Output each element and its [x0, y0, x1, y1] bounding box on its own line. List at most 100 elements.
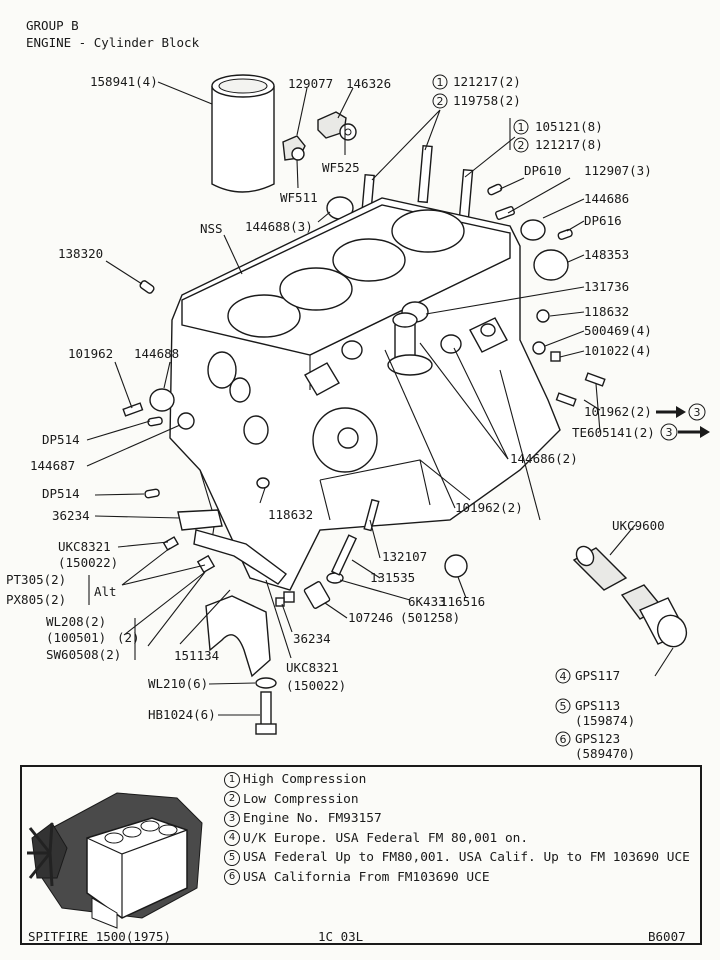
note-text: USA Federal Up to FM80,001. USA Calif. U… [243, 850, 690, 865]
stud [555, 392, 577, 407]
adaptor [303, 581, 331, 609]
label-144688-3: 144688(3) [245, 219, 313, 234]
dowel [487, 183, 503, 196]
engine-thumbnail [27, 792, 203, 929]
cylinder-block [169, 197, 561, 591]
dowel [139, 280, 155, 294]
note-number: 4 [224, 830, 240, 847]
label-pt305: PT305(2) [6, 572, 66, 587]
bolt-head [255, 723, 277, 735]
group-title: GROUP B [26, 18, 79, 33]
label-589470: (589470) [575, 746, 635, 761]
label-dp616: DP616 [584, 213, 622, 228]
dowel [557, 228, 573, 241]
label-wl210: WL210(6) [148, 676, 208, 691]
note-number: 1 [224, 771, 240, 788]
note-number: 5 [224, 849, 240, 866]
core-plug [149, 388, 175, 412]
washer [532, 341, 546, 355]
label-101962-2: 101962(2) [455, 500, 523, 515]
label-131535: 131535 [370, 570, 415, 585]
dowel [147, 416, 163, 427]
stud [584, 372, 606, 387]
note-marker-1: 1 [437, 76, 444, 89]
label-129077: 129077 [288, 76, 333, 91]
label-sw60508: SW60508(2) [46, 647, 121, 662]
label-100501: (100501) [46, 630, 106, 645]
label-2: (2) [117, 630, 140, 645]
note-marker-3: 3 [666, 426, 673, 439]
label-150022: (150022) [286, 678, 346, 693]
label-144688: 144688 [134, 346, 179, 361]
label-138320: 138320 [58, 246, 103, 261]
label-te605141: TE605141(2) [572, 425, 655, 440]
note-marker-6: 6 [560, 733, 567, 746]
note-marker-4: 4 [560, 670, 567, 683]
note-text: USA California From FM103690 UCE [243, 869, 490, 885]
washer [326, 572, 344, 584]
bolt [363, 498, 380, 532]
label-px805: PX805(2) [6, 592, 66, 607]
note-marker-5: 5 [560, 700, 567, 713]
label-144687: 144687 [30, 458, 75, 473]
exploded-parts-diagram: 158941(4) 129077 146326 1 121217(2) 2 11… [6, 74, 710, 761]
label-121217-2: 121217(2) [453, 74, 521, 89]
label-101962: 101962 [68, 346, 113, 361]
label-146326: 146326 [346, 76, 391, 91]
note-text: Engine No. FM93157 [243, 811, 382, 826]
bolt [275, 597, 285, 607]
note-text: Low Compression [243, 791, 359, 807]
label-159874: (159874) [575, 713, 635, 728]
label-dp514: DP514 [42, 432, 80, 447]
bracket [177, 509, 223, 531]
note-marker-2: 2 [518, 139, 525, 152]
note-text: High Compression [243, 772, 367, 787]
drain-tap-parts [282, 111, 357, 161]
label-132107: 132107 [382, 549, 427, 564]
label-ukc8321: UKC8321 [58, 539, 111, 554]
label-wl208: WL208(2) [46, 614, 106, 629]
label-dp514: DP514 [42, 486, 80, 501]
label-500469: 500469(4) [584, 323, 652, 338]
label-144686: 144686 [584, 191, 629, 206]
page-subtitle: ENGINE - Cylinder Block [26, 35, 200, 50]
label-hb1024: HB1024(6) [148, 707, 216, 722]
arrow-icon [676, 406, 686, 418]
note-marker-3: 3 [694, 406, 701, 419]
label-121217-8: 121217(8) [535, 137, 603, 152]
stud [122, 402, 144, 417]
label-101022: 101022(4) [584, 343, 652, 358]
dowel [495, 206, 515, 220]
label-nss: NSS [200, 221, 223, 236]
bolt [550, 351, 561, 362]
label-118632: 118632 [268, 507, 313, 522]
label-36234: 36234 [52, 508, 90, 523]
oil-pressure-switch [620, 584, 688, 648]
spring [330, 534, 358, 576]
core-plug [520, 219, 546, 241]
oil-pressure-adaptor [572, 545, 628, 591]
main-bearing-cap [205, 595, 271, 678]
label-6k433: 6K433 [408, 594, 446, 609]
legend-box [20, 765, 702, 945]
note-number: 3 [224, 810, 240, 827]
bolt [260, 691, 272, 727]
label-36234: 36234 [293, 631, 331, 646]
label-144686-2: 144686(2) [510, 451, 578, 466]
label-gps123: GPS123 [575, 731, 620, 746]
plug [256, 477, 270, 489]
label-dp610: DP610 [524, 163, 562, 178]
label-501258: (501258) [400, 610, 460, 625]
label-151134: 151134 [174, 648, 219, 663]
label-118632: 118632 [584, 304, 629, 319]
core-plug [177, 412, 195, 430]
note-number: 6 [224, 869, 240, 886]
label-ukc9600: UKC9600 [612, 518, 665, 533]
alternator-bracket [193, 529, 287, 585]
plug [536, 309, 550, 323]
